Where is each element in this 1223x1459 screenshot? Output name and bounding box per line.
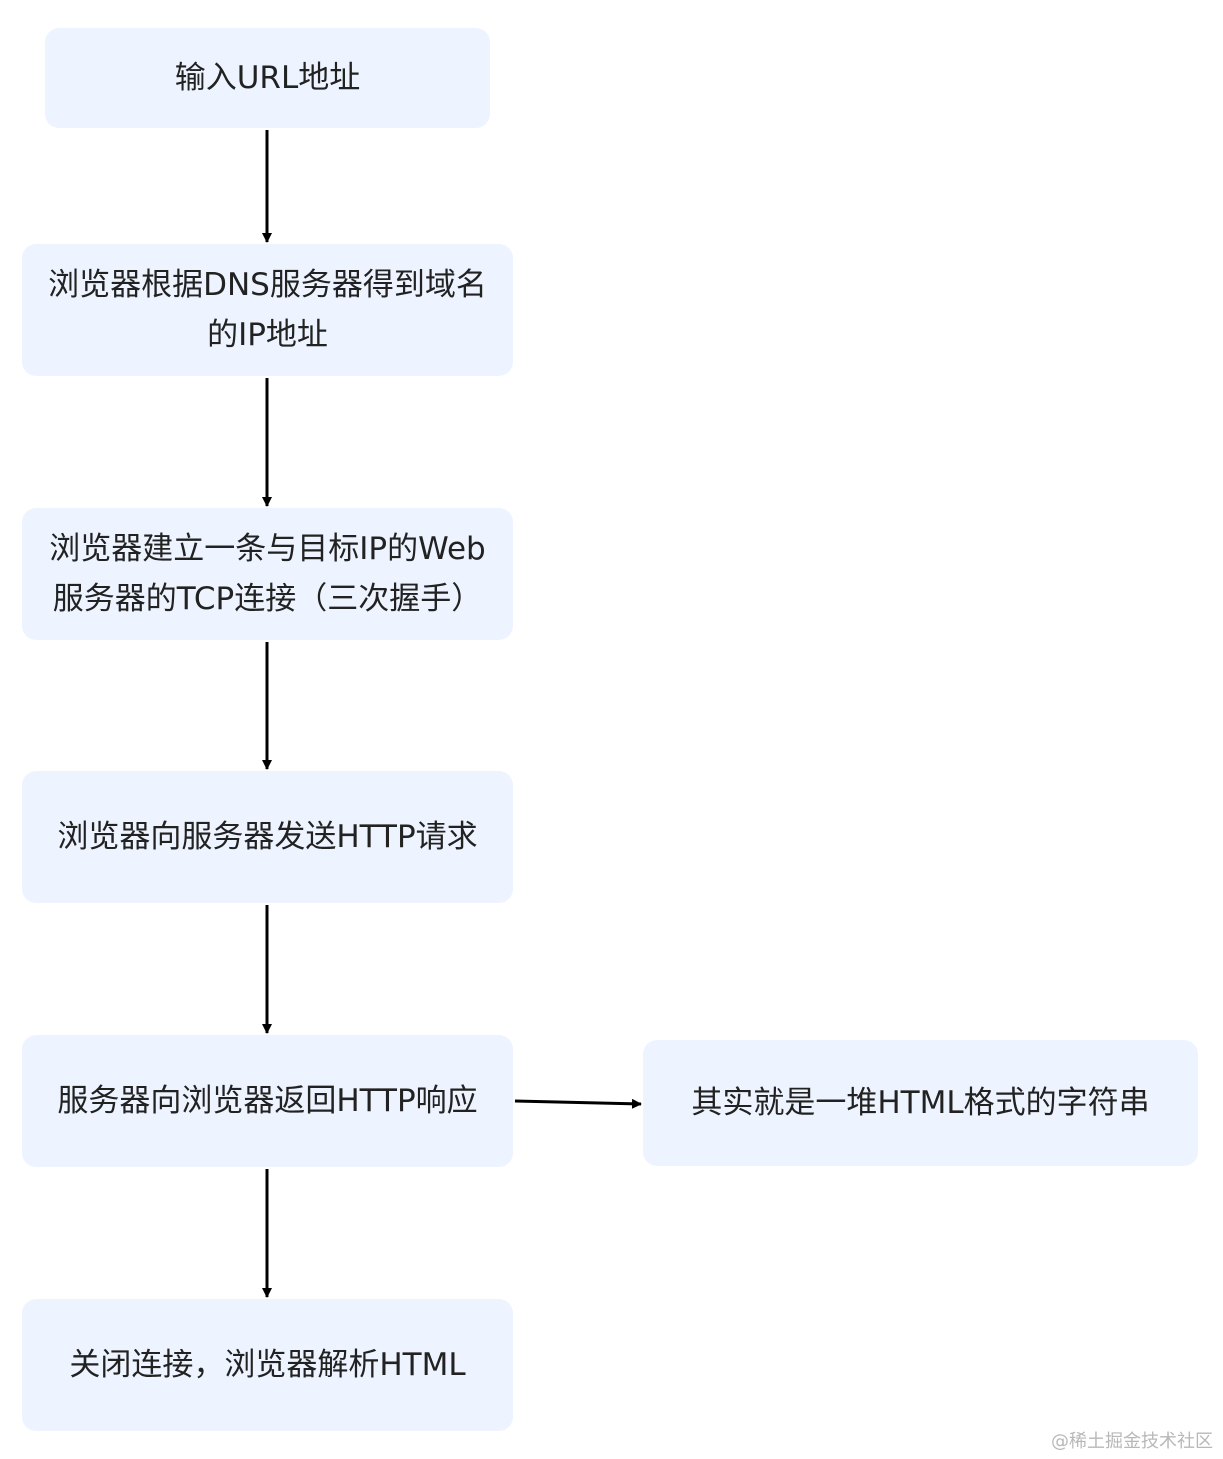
node-text-line: 浏览器根据DNS服务器得到域名 (48, 267, 487, 303)
node-text-line: 其实就是一堆HTML格式的字符串 (691, 1085, 1150, 1121)
node-text-line: 的IP地址 (207, 317, 328, 353)
node-html-string-note: 其实就是一堆HTML格式的字符串 (643, 1040, 1198, 1166)
node-tcp-connect: 浏览器建立一条与目标IP的Web 服务器的TCP连接（三次握手） (22, 508, 513, 640)
node-enter-url: 输入URL地址 (45, 28, 490, 128)
node-http-response: 服务器向浏览器返回HTTP响应 (22, 1035, 513, 1167)
node-send-http-request: 浏览器向服务器发送HTTP请求 (22, 771, 513, 903)
node-text-line: 关闭连接，浏览器解析HTML (69, 1347, 466, 1383)
arrow-n5-to-n6 (514, 1098, 642, 1109)
node-dns-lookup: 浏览器根据DNS服务器得到域名 的IP地址 (22, 244, 513, 376)
node-close-and-parse: 关闭连接，浏览器解析HTML (22, 1299, 513, 1431)
node-text-line: 输入URL地址 (174, 60, 361, 96)
node-text-line: 服务器向浏览器返回HTTP响应 (57, 1083, 478, 1119)
watermark: @稀土掘金技术社区 (1051, 1431, 1213, 1452)
node-text-line: 浏览器向服务器发送HTTP请求 (57, 819, 478, 855)
node-text-line: 服务器的TCP连接（三次握手） (52, 581, 483, 617)
node-text-line: 浏览器建立一条与目标IP的Web (49, 531, 486, 567)
